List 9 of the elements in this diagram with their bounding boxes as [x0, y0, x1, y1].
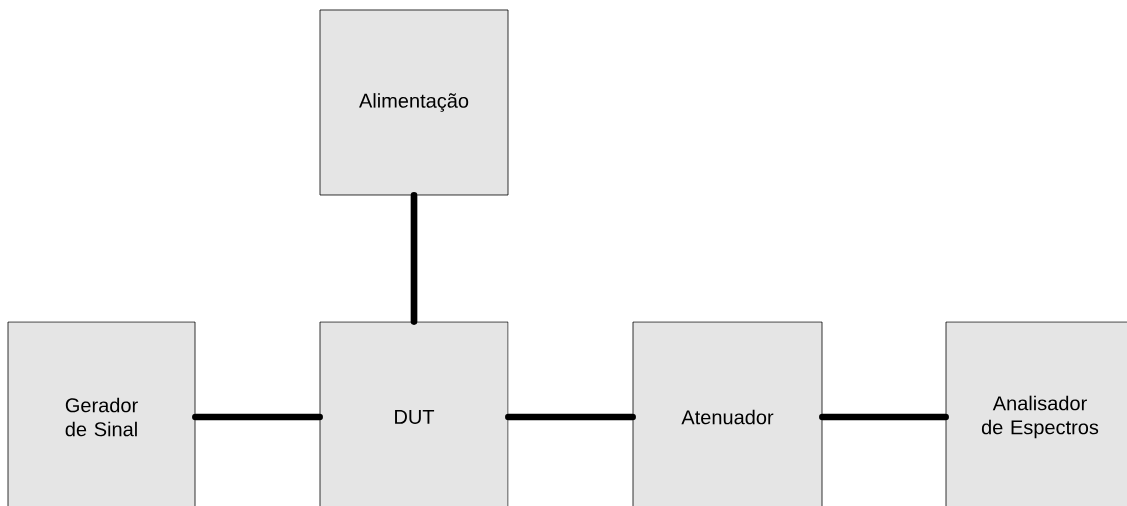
connector-line — [505, 413, 636, 421]
block-box: Alimentação — [319, 9, 509, 196]
connector-line — [819, 413, 949, 421]
connector-line — [410, 192, 418, 325]
block-box: Atenuador — [632, 321, 823, 506]
block-box: DUT — [319, 321, 509, 506]
block-box: Gerador de Sinal — [7, 321, 196, 506]
block-box: Analisador de Espectros — [945, 321, 1127, 506]
connector-line — [192, 413, 323, 421]
